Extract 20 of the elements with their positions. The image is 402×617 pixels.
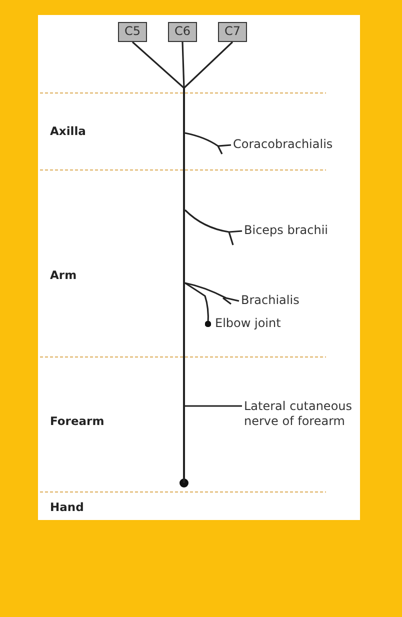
nerve-branch (132, 41, 185, 89)
branch-label: Coracobrachialis (233, 137, 353, 153)
nerve-branch (185, 405, 242, 407)
nerve-branch (184, 282, 240, 305)
region-label: Hand (50, 500, 84, 514)
nerve-branch (182, 42, 185, 88)
nerve-branch (184, 282, 212, 328)
branch-label: Elbow joint (215, 316, 295, 332)
nerve-branch (184, 132, 232, 155)
root-box: C7 (218, 22, 247, 42)
root-box: C5 (118, 22, 147, 42)
nerve-branch (184, 209, 243, 246)
branch-label: Brachialis (241, 293, 321, 309)
region-label: Arm (50, 268, 77, 282)
branch-label: Lateral cutaneous nerve of forearm (244, 399, 359, 431)
branch-label: Biceps brachii (244, 223, 344, 239)
region-label: Axilla (50, 124, 86, 138)
nerve-branch (183, 41, 234, 89)
region-label: Forearm (50, 414, 104, 428)
root-box: C6 (168, 22, 197, 42)
